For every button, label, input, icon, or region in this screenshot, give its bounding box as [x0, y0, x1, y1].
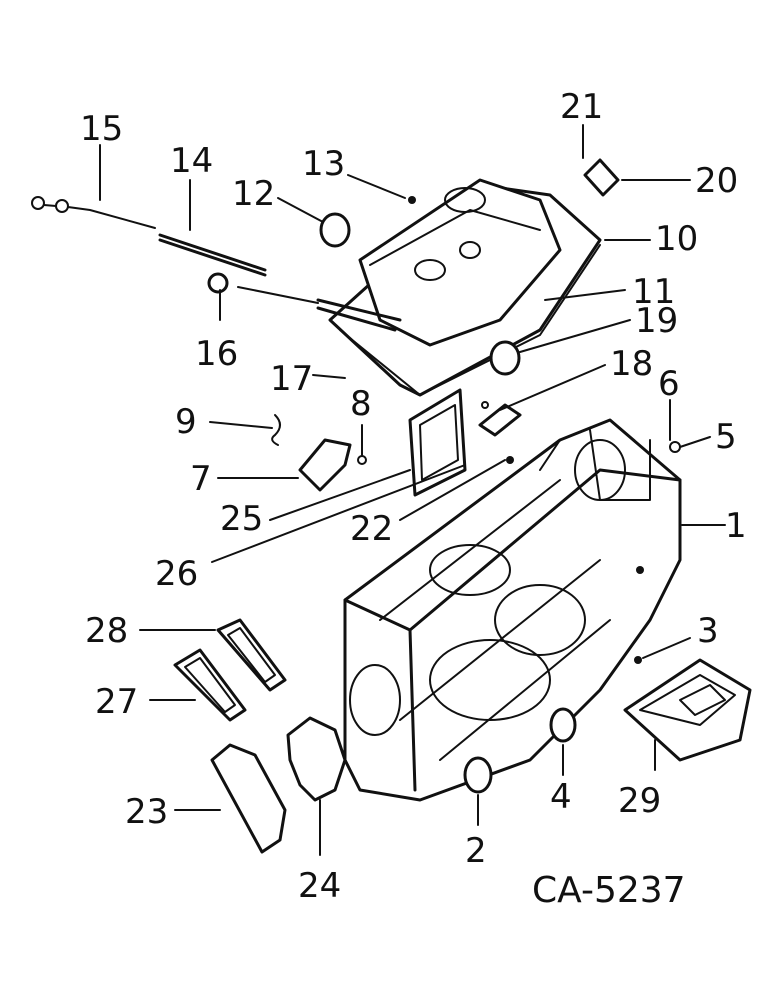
callout-28: 28 — [85, 611, 128, 651]
part-gasket-27 — [173, 648, 247, 722]
callout-4: 4 — [550, 777, 572, 817]
part-transmission-housing — [343, 418, 682, 802]
callout-16: 16 — [195, 334, 238, 374]
callout-21: 21 — [560, 87, 603, 127]
part-ball-8 — [357, 455, 367, 465]
callout-7: 7 — [190, 459, 212, 499]
part-bolt-13 — [408, 196, 416, 204]
callout-labels: 1 2 3 4 5 6 7 8 9 10 11 12 13 14 15 16 1… — [80, 87, 747, 906]
part-gasket-25 — [408, 388, 467, 497]
part-seal-2 — [463, 756, 493, 794]
part-spring-9 — [271, 414, 281, 446]
callout-1: 1 — [725, 506, 747, 546]
part-seal-12 — [319, 212, 351, 248]
part-bracket-7 — [298, 438, 352, 492]
callout-8: 8 — [350, 384, 372, 424]
part-shift-rod — [158, 233, 267, 277]
part-seal-19 — [489, 340, 521, 376]
callout-2: 2 — [465, 831, 487, 871]
part-plug-16 — [207, 272, 229, 294]
callout-26: 26 — [155, 554, 198, 594]
callout-20: 20 — [695, 161, 738, 201]
callout-12: 12 — [232, 174, 275, 214]
callout-29: 29 — [618, 781, 661, 821]
part-gasket-23 — [210, 743, 287, 854]
part-pan-29 — [623, 658, 752, 762]
callout-13: 13 — [302, 144, 345, 184]
part-bracket-18 — [478, 401, 522, 437]
part-seal-4 — [549, 707, 577, 743]
leader-lines — [99, 124, 726, 856]
callout-5: 5 — [715, 417, 737, 457]
callout-27: 27 — [95, 682, 138, 722]
callout-22: 22 — [350, 509, 393, 549]
callout-14: 14 — [170, 141, 213, 181]
callout-3: 3 — [697, 611, 719, 651]
part-shift-lever — [316, 298, 402, 332]
part-plug-3 — [634, 656, 642, 664]
callout-19: 19 — [635, 301, 678, 341]
callout-17: 17 — [270, 359, 313, 399]
part-top-cover — [328, 178, 602, 397]
callout-11: 11 — [632, 272, 675, 312]
drawing-code: CA-5237 — [532, 870, 686, 911]
callout-25: 25 — [220, 499, 263, 539]
callout-9: 9 — [175, 402, 197, 442]
callout-23: 23 — [125, 792, 168, 832]
callout-24: 24 — [298, 866, 341, 906]
part-gasket-24 — [286, 716, 347, 802]
callout-18: 18 — [610, 344, 653, 384]
part-cable — [31, 196, 156, 229]
callout-6: 6 — [658, 364, 680, 404]
part-plate-20 — [583, 158, 620, 197]
part-fitting-5 — [669, 441, 681, 453]
callout-10: 10 — [655, 219, 698, 259]
part-gasket-28 — [216, 618, 287, 692]
callout-15: 15 — [80, 109, 123, 149]
